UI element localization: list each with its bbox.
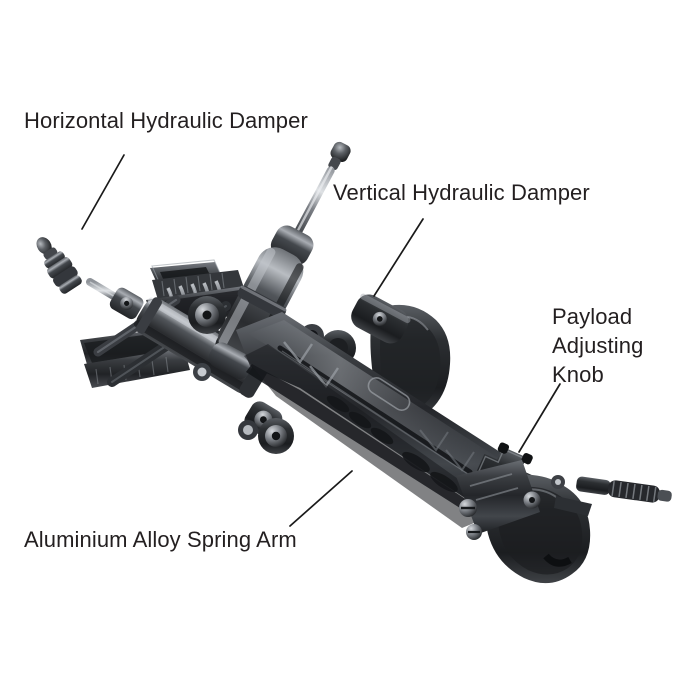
aluminium-alloy-spring-arm-part xyxy=(236,312,520,528)
callout-line-1: Payload xyxy=(552,304,633,329)
leader-spring-arm xyxy=(289,470,353,527)
payload-adjusting-knob-part xyxy=(456,442,672,584)
screw-heads xyxy=(459,475,565,540)
callout-label-horizontal-hydraulic-damper: Horizontal Hydraulic Damper xyxy=(24,108,308,133)
leader-lines-group xyxy=(81,154,561,527)
callout-line-3: Knob xyxy=(552,362,604,387)
leader-vertical-damper xyxy=(373,218,424,297)
callout-line-2: Adjusting xyxy=(552,333,644,358)
callout-label-vertical-hydraulic-damper: Vertical Hydraulic Damper xyxy=(333,180,590,205)
callout-label-aluminium-alloy-spring-arm: Aluminium Alloy Spring Arm xyxy=(24,527,297,552)
leader-horizontal-damper xyxy=(81,154,125,230)
leader-payload-knob xyxy=(518,383,561,453)
